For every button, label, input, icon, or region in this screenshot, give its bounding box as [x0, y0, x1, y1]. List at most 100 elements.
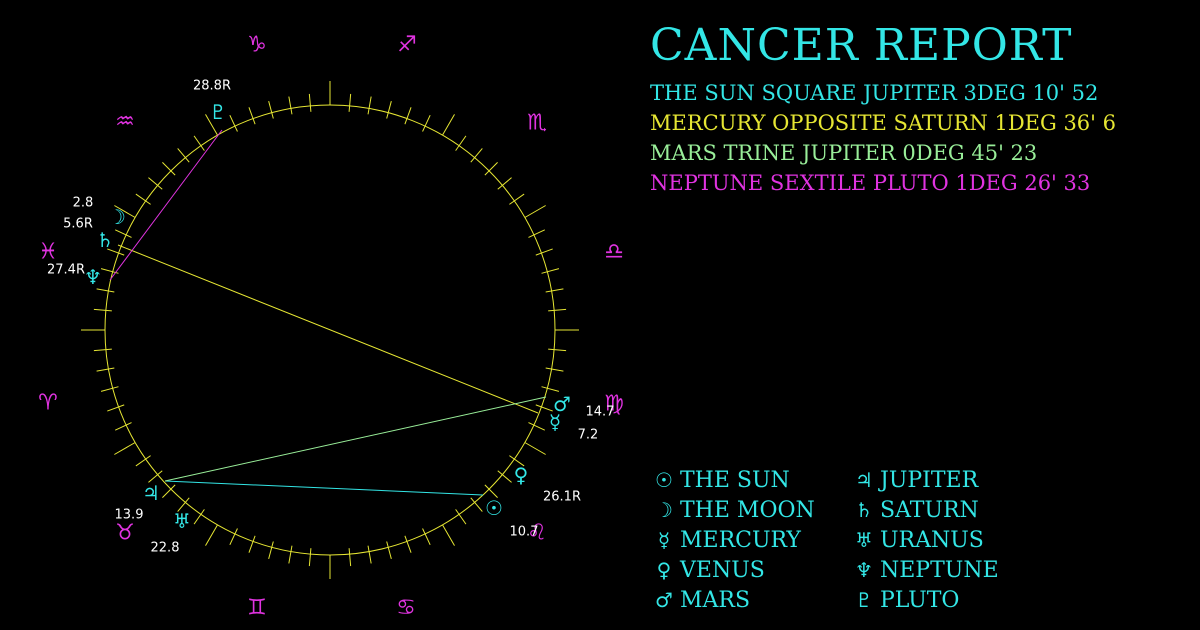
minor-tick — [107, 248, 125, 256]
minor-tick — [229, 528, 238, 546]
minor-tick — [404, 107, 412, 125]
minor-tick — [148, 177, 163, 190]
jupiter-degree-label: 13.9 — [115, 508, 144, 523]
legend-item-jupiter: ♃ JUPITER — [848, 467, 1048, 493]
venus-icon: ♀ — [656, 558, 672, 582]
major-tick — [524, 205, 546, 218]
neptune-icon: ♆ — [84, 265, 102, 289]
minor-tick — [308, 93, 312, 112]
mars-icon: ♂ — [553, 392, 571, 416]
saturn-icon: ♄ — [96, 228, 114, 252]
libra-icon: ♎ — [604, 240, 624, 265]
planet-legend: ☉ THE SUN ♃ JUPITER ☽ THE MOON ♄ SATURN … — [648, 467, 1048, 613]
minor-tick — [541, 268, 560, 274]
taurus-icon: ♉ — [115, 521, 135, 546]
neptune-icon: ♆ — [855, 558, 873, 582]
minor-tick — [535, 248, 553, 256]
legend-label: VENUS — [680, 557, 765, 583]
major-tick — [114, 442, 136, 455]
uranus-icon: ♅ — [173, 509, 191, 533]
aspect-neptune-sextile-pluto: NEPTUNE SEXTILE PLUTO 1DEG 26' 33 — [650, 171, 1091, 195]
pluto-icon: ♇ — [209, 100, 227, 124]
minor-tick — [177, 497, 190, 512]
mercury-icon: ☿ — [549, 410, 561, 434]
sun-degree-label: 10.7 — [510, 525, 539, 540]
minor-tick — [404, 535, 412, 553]
sun-icon: ☉ — [485, 496, 503, 520]
leo-icon: ♌ — [527, 521, 547, 546]
minor-tick — [93, 348, 112, 352]
minor-tick — [135, 193, 151, 205]
legend-label: MERCURY — [680, 527, 801, 553]
minor-tick — [114, 229, 132, 238]
aquarius-icon: ♒ — [115, 110, 135, 135]
moon-degree-label: 2.8 — [73, 196, 94, 211]
legend-label: JUPITER — [880, 467, 979, 493]
neptune-pluto-aspect-line — [109, 129, 223, 281]
moon-icon: ☽ — [108, 205, 126, 229]
aries-icon: ♈ — [38, 391, 58, 416]
legend-label: NEPTUNE — [880, 557, 999, 583]
minor-tick — [545, 367, 564, 372]
sun-jupiter-aspect-line — [164, 480, 484, 496]
major-tick — [442, 114, 455, 136]
minor-tick — [135, 455, 151, 467]
neptune-degree-label: 27.4R — [47, 263, 85, 278]
minor-tick — [268, 100, 274, 119]
legend-item-sun: ☉ THE SUN — [648, 467, 848, 493]
minor-tick — [455, 135, 467, 151]
sun-icon: ☉ — [655, 468, 673, 492]
zodiac-signs: ♈♉♊♋♌♍♎♏♐♑♒♓ — [38, 33, 624, 621]
planet-markers: ☉☽☿♀♂♃♄♅♆♇ — [84, 100, 571, 533]
minor-tick — [548, 308, 567, 312]
jupiter-icon: ♃ — [142, 481, 160, 505]
minor-tick — [93, 308, 112, 312]
major-tick — [524, 442, 546, 455]
minor-tick — [535, 404, 553, 412]
aspect-lines — [109, 129, 547, 496]
minor-tick — [509, 455, 525, 467]
minor-tick — [422, 114, 431, 132]
legend-label: PLUTO — [880, 587, 960, 613]
minor-tick — [348, 93, 352, 112]
legend-item-venus: ♀ VENUS — [648, 557, 848, 583]
mars-jupiter-aspect-line — [164, 396, 547, 482]
minor-tick — [470, 148, 483, 163]
minor-tick — [288, 545, 293, 564]
minor-tick — [162, 484, 176, 498]
legend-label: MARS — [680, 587, 751, 613]
minor-tick — [114, 422, 132, 431]
cancer-icon: ♋ — [396, 596, 416, 621]
uranus-degree-label: 22.8 — [151, 541, 180, 556]
minor-tick — [541, 386, 560, 392]
pluto-icon: ♇ — [855, 588, 873, 612]
legend-label: THE MOON — [680, 497, 815, 523]
minor-tick — [96, 367, 115, 372]
minor-tick — [548, 348, 567, 352]
saturn-degree-label: 5.6R — [63, 217, 93, 232]
jupiter-icon: ♃ — [855, 468, 873, 492]
minor-tick — [148, 470, 163, 483]
mercury-degree-label: 7.2 — [578, 428, 599, 443]
minor-tick — [348, 548, 352, 567]
venus-degree-label: 26.1R — [543, 490, 581, 505]
minor-tick — [100, 386, 119, 392]
mars-degree-label: 14.7 — [586, 405, 615, 420]
capricorn-icon: ♑ — [247, 33, 267, 58]
legend-label: URANUS — [880, 527, 984, 553]
minor-tick — [367, 96, 372, 115]
minor-tick — [528, 422, 546, 431]
legend-item-moon: ☽ THE MOON — [648, 497, 848, 523]
minor-tick — [177, 148, 190, 163]
aspect-sun-square-jupiter: THE SUN SQUARE JUPITER 3DEG 10' 52 — [650, 81, 1099, 105]
minor-tick — [528, 229, 546, 238]
minor-tick — [96, 288, 115, 293]
legend-item-mars: ♂ MARS — [648, 587, 848, 613]
minor-tick — [386, 100, 392, 119]
mercury-saturn-aspect-line — [117, 244, 539, 414]
degree-ticks — [81, 81, 579, 579]
minor-tick — [497, 470, 512, 483]
mars-icon: ♂ — [655, 588, 673, 612]
minor-tick — [484, 162, 498, 176]
aspect-mars-trine-jupiter: MARS TRINE JUPITER 0DEG 45' 23 — [650, 141, 1038, 165]
